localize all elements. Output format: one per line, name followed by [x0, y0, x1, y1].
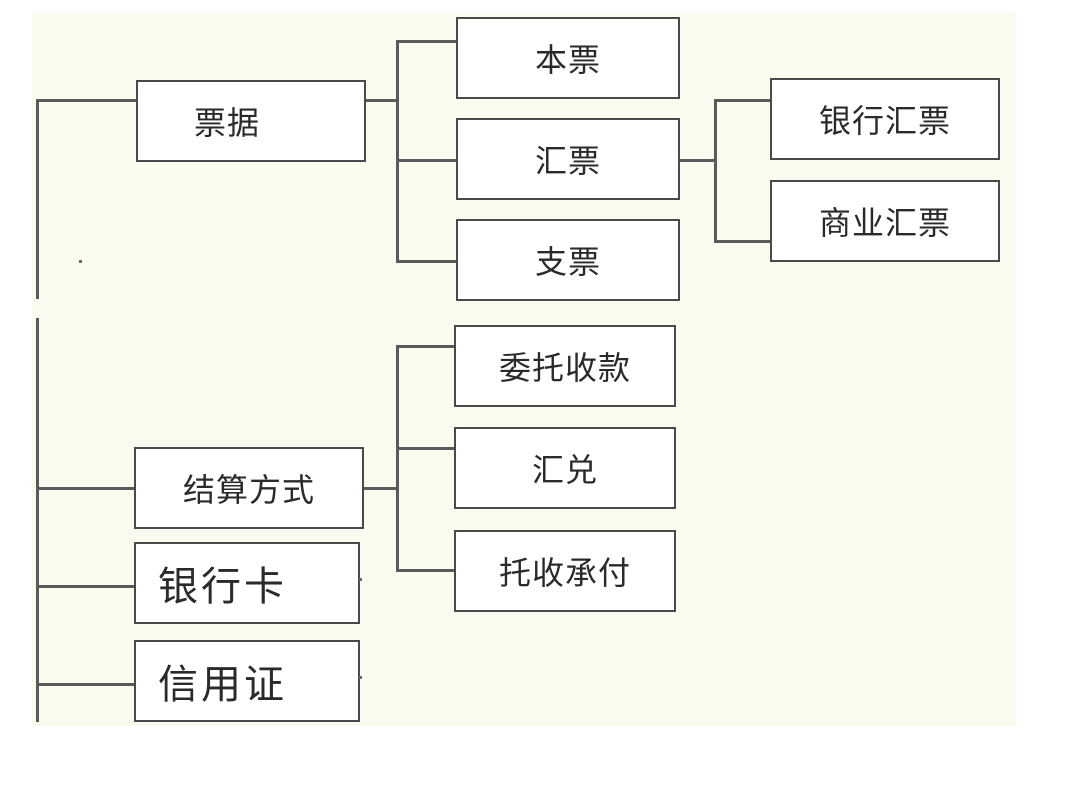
connector-to-yinhang-huipiao — [714, 99, 772, 102]
scan-speck — [79, 260, 82, 263]
connector-trunk-to-yinhangka — [36, 585, 136, 588]
node-huidui: 汇兑 — [454, 427, 676, 509]
connector-to-weituo — [396, 345, 456, 348]
connector-to-huipiao — [396, 159, 458, 162]
connector-trunk-upper — [36, 99, 39, 299]
connector-jiesuan-out — [362, 487, 398, 490]
connector-to-huidui — [396, 447, 456, 450]
node-yinhang-huipiao: 银行汇票 — [770, 78, 1000, 160]
connector-to-tuoshou — [396, 569, 456, 572]
connector-trunk-to-jiesuan — [36, 487, 136, 490]
node-piaoju: 票据 — [136, 80, 366, 162]
connector-huipiao-vertical — [714, 99, 717, 242]
connector-huipiao-out — [678, 159, 716, 162]
node-jiesuan-fangshi: 结算方式 — [134, 447, 364, 529]
node-shangye-huipiao: 商业汇票 — [770, 180, 1000, 262]
node-zhipiao: 支票 — [456, 219, 680, 301]
scan-speck — [359, 578, 362, 581]
connector-piaoju-out — [364, 99, 398, 102]
node-huipiao: 汇票 — [456, 118, 680, 200]
connector-trunk-to-piaoju — [36, 99, 138, 102]
connector-to-benpiao — [396, 40, 458, 43]
connector-trunk-lower — [36, 318, 39, 722]
connector-trunk-to-xinyongzheng — [36, 683, 136, 686]
node-tuoshou-chengfu: 托收承付 — [454, 530, 676, 612]
scan-speck — [359, 676, 362, 679]
connector-to-shangye-huipiao — [714, 240, 772, 243]
node-benpiao: 本票 — [456, 17, 680, 99]
connector-piaoju-vertical — [396, 40, 399, 262]
node-xinyongzheng: 信用证 — [134, 640, 360, 722]
connector-jiesuan-vertical — [396, 345, 399, 571]
connector-to-zhipiao — [396, 260, 458, 263]
node-yinhangka: 银行卡 — [134, 542, 360, 624]
node-weituo-shoukuan: 委托收款 — [454, 325, 676, 407]
